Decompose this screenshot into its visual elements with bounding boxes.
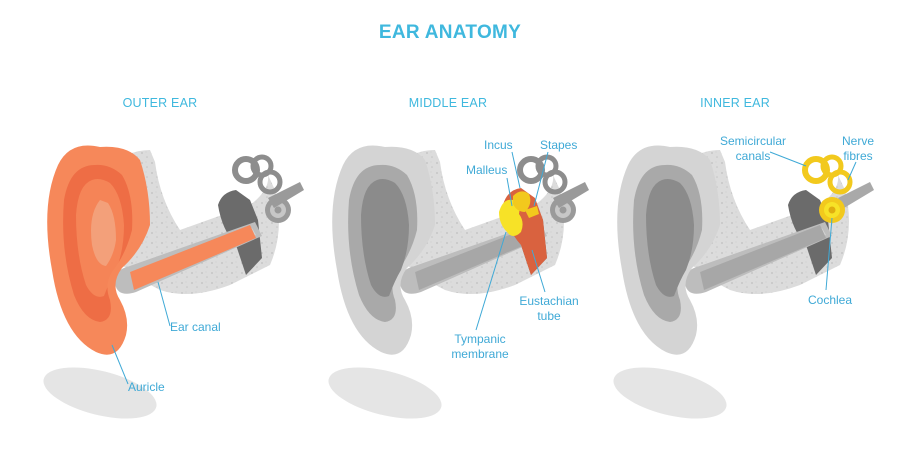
label-line-1: Nerve: [841, 134, 874, 148]
label-stapes: Stapes: [540, 138, 578, 152]
ear-canal-shape: [130, 225, 256, 290]
incus-shape: [513, 191, 531, 212]
label-eustachian-tube: Eustachian tube: [516, 294, 582, 324]
middle-ear-panel: [328, 145, 589, 419]
semicircular-canals-shape: [802, 154, 853, 195]
label-line-1: Eustachian: [519, 294, 579, 308]
leader-line: [511, 151, 521, 189]
leader-line: [825, 217, 833, 291]
label-line-2: fibres: [843, 149, 873, 163]
inner-ear-panel: [613, 145, 874, 419]
label-malleus: Malleus: [466, 163, 508, 177]
label-tympanic-membrane: Tympanic membrane: [448, 332, 512, 362]
label-line-2: tube: [537, 309, 561, 323]
label-line-2: membrane: [451, 347, 509, 361]
leader-line: [847, 161, 857, 181]
outer-ear-title: OUTER EAR: [122, 96, 198, 110]
shadow: [328, 367, 442, 419]
nerve-fibres-shape: [838, 182, 874, 208]
outer-ear-panel: [43, 145, 304, 419]
shadow: [43, 367, 157, 419]
label-cochlea: Cochlea: [808, 293, 853, 307]
leader-line: [533, 151, 549, 207]
label-semicircular-canals: Semicircular canals: [716, 134, 790, 164]
label-auricle: Auricle: [128, 380, 165, 394]
label-line-1: Semicircular: [719, 134, 786, 148]
inner-ear-title: INNER EAR: [700, 96, 770, 110]
label-nerve-fibres: Nerve fibres: [836, 134, 880, 164]
label-line-1: Tympanic: [454, 332, 506, 346]
stapes-shape: [525, 206, 539, 218]
cochlea-shape: [819, 197, 845, 223]
label-incus: Incus: [484, 138, 513, 152]
leader-line: [769, 151, 807, 167]
middle-ear-title: MIDDLE EAR: [408, 96, 488, 110]
page-title: EAR ANATOMY: [378, 22, 522, 43]
leader-line: [531, 249, 546, 293]
leader-line: [157, 281, 171, 327]
leader-line: [506, 177, 513, 207]
leader-line: [111, 344, 129, 385]
leader-line: [475, 231, 507, 331]
label-line-2: canals: [735, 149, 771, 163]
label-ear-canal: Ear canal: [170, 320, 221, 334]
shadow: [613, 367, 727, 419]
